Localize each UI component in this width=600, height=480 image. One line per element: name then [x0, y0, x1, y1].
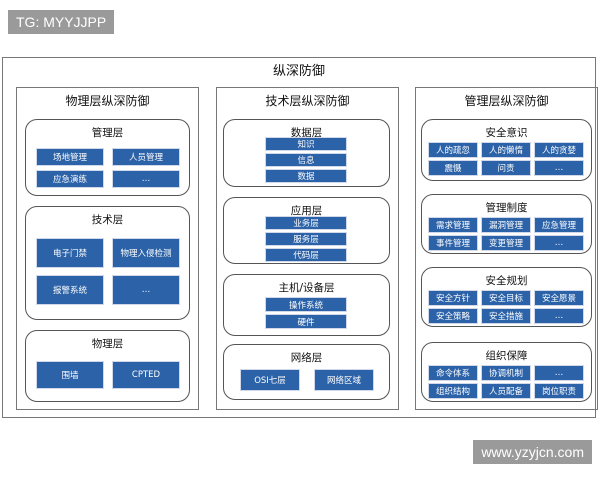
item-service-layer: 服务层 — [265, 232, 347, 246]
item-intrusion-detection: 物理入侵检测 — [112, 238, 180, 268]
item-security-measures: 安全措施 — [481, 308, 531, 324]
item-knowledge: 知识 — [265, 137, 347, 151]
column-title: 物理层纵深防御 — [65, 94, 150, 108]
item-alarm-system: 报警系统 — [36, 275, 104, 305]
item-security-policy: 安全方针 — [428, 290, 478, 306]
item-site-management: 场地管理 — [36, 148, 104, 166]
card-host-device-layer: 主机/设备层 操作系统 硬件 — [223, 274, 390, 336]
card-organization-guarantee: 组织保障 命令体系 协调机制 … 组织结构 人员配备 岗位职责 — [421, 342, 592, 402]
card-title: 数据层 — [290, 127, 323, 139]
card-title: 网络层 — [290, 352, 323, 364]
item-human-greed: 人的贪婪 — [534, 142, 584, 158]
column-management: 管理层纵深防御 安全意识 人的疏忽 人的懒惰 人的贪婪 震慑 问责 … 管理制度… — [415, 87, 598, 410]
card-title: 应用层 — [290, 205, 323, 217]
item-more: … — [112, 170, 180, 188]
card-title: 物理层 — [91, 338, 124, 350]
item-more: … — [534, 160, 584, 176]
column-title: 管理层纵深防御 — [464, 94, 549, 108]
item-data: 数据 — [265, 169, 347, 183]
diagram-title: 纵深防御 — [272, 64, 325, 79]
card-application-layer: 应用层 业务层 服务层 代码层 — [223, 197, 390, 264]
watermark-bottom: www.yzyjcn.com — [473, 440, 592, 464]
card-technical-layer: 技术层 电子门禁 物理入侵检测 报警系统 … — [25, 206, 190, 320]
item-requirement-management: 需求管理 — [428, 217, 478, 233]
item-deterrence: 震慑 — [428, 160, 478, 176]
item-information: 信息 — [265, 153, 347, 167]
item-operating-system: 操作系统 — [265, 297, 347, 312]
item-more: … — [112, 275, 180, 305]
item-human-negligence: 人的疏忽 — [428, 142, 478, 158]
card-title: 安全意识 — [485, 127, 528, 139]
item-wall: 围墙 — [36, 361, 104, 389]
card-title: 组织保障 — [485, 350, 528, 362]
item-electronic-access: 电子门禁 — [36, 238, 104, 268]
item-osi-seven-layers: OSI七层 — [240, 369, 300, 391]
watermark-top: TG: MYYJJPP — [8, 10, 115, 34]
card-title: 技术层 — [91, 214, 124, 226]
card-network-layer: 网络层 OSI七层 网络区域 — [223, 344, 390, 400]
card-title: 安全规划 — [485, 275, 528, 287]
item-cpted: CPTED — [112, 361, 180, 389]
item-emergency-drill: 应急演练 — [36, 170, 104, 188]
item-command-system: 命令体系 — [428, 365, 478, 381]
item-security-strategy: 安全策略 — [428, 308, 478, 324]
card-physical-layer: 物理层 围墙 CPTED — [25, 330, 190, 402]
item-human-laziness: 人的懒惰 — [481, 142, 531, 158]
item-personnel-management: 人员管理 — [112, 148, 180, 166]
defense-in-depth-frame: 纵深防御 物理层纵深防御 管理层 场地管理 人员管理 应急演练 … 技术层 电子… — [2, 57, 598, 418]
item-job-responsibility: 岗位职责 — [534, 383, 584, 399]
item-organization-structure: 组织结构 — [428, 383, 478, 399]
item-hardware: 硬件 — [265, 314, 347, 329]
card-data-layer: 数据层 知识 信息 数据 — [223, 119, 390, 187]
card-management-layer: 管理层 场地管理 人员管理 应急演练 … — [25, 119, 190, 196]
item-more: … — [534, 235, 584, 251]
item-accountability: 问责 — [481, 160, 531, 176]
item-more: … — [534, 365, 584, 381]
item-network-zone: 网络区域 — [314, 369, 374, 391]
item-more: … — [534, 308, 584, 324]
card-security-planning: 安全规划 安全方针 安全目标 安全愿景 安全策略 安全措施 … — [421, 267, 592, 327]
item-staffing: 人员配备 — [481, 383, 531, 399]
column-title: 技术层纵深防御 — [265, 94, 350, 108]
column-physical: 物理层纵深防御 管理层 场地管理 人员管理 应急演练 … 技术层 电子门禁 物理… — [16, 87, 199, 410]
item-change-management: 变更管理 — [481, 235, 531, 251]
card-title: 管理层 — [91, 127, 124, 139]
item-security-goal: 安全目标 — [481, 290, 531, 306]
item-coordination-mechanism: 协调机制 — [481, 365, 531, 381]
item-security-vision: 安全愿景 — [534, 290, 584, 306]
card-security-awareness: 安全意识 人的疏忽 人的懒惰 人的贪婪 震慑 问责 … — [421, 119, 592, 181]
card-management-system: 管理制度 需求管理 漏洞管理 应急管理 事件管理 变更管理 … — [421, 194, 592, 254]
card-title: 主机/设备层 — [278, 282, 335, 294]
item-code-layer: 代码层 — [265, 248, 347, 262]
column-technical: 技术层纵深防御 数据层 知识 信息 数据 应用层 业务层 服务层 代码层 主机/… — [216, 87, 399, 410]
card-title: 管理制度 — [485, 202, 528, 214]
item-incident-management: 事件管理 — [428, 235, 478, 251]
item-vulnerability-management: 漏洞管理 — [481, 217, 531, 233]
item-business-layer: 业务层 — [265, 216, 347, 230]
item-emergency-management: 应急管理 — [534, 217, 584, 233]
